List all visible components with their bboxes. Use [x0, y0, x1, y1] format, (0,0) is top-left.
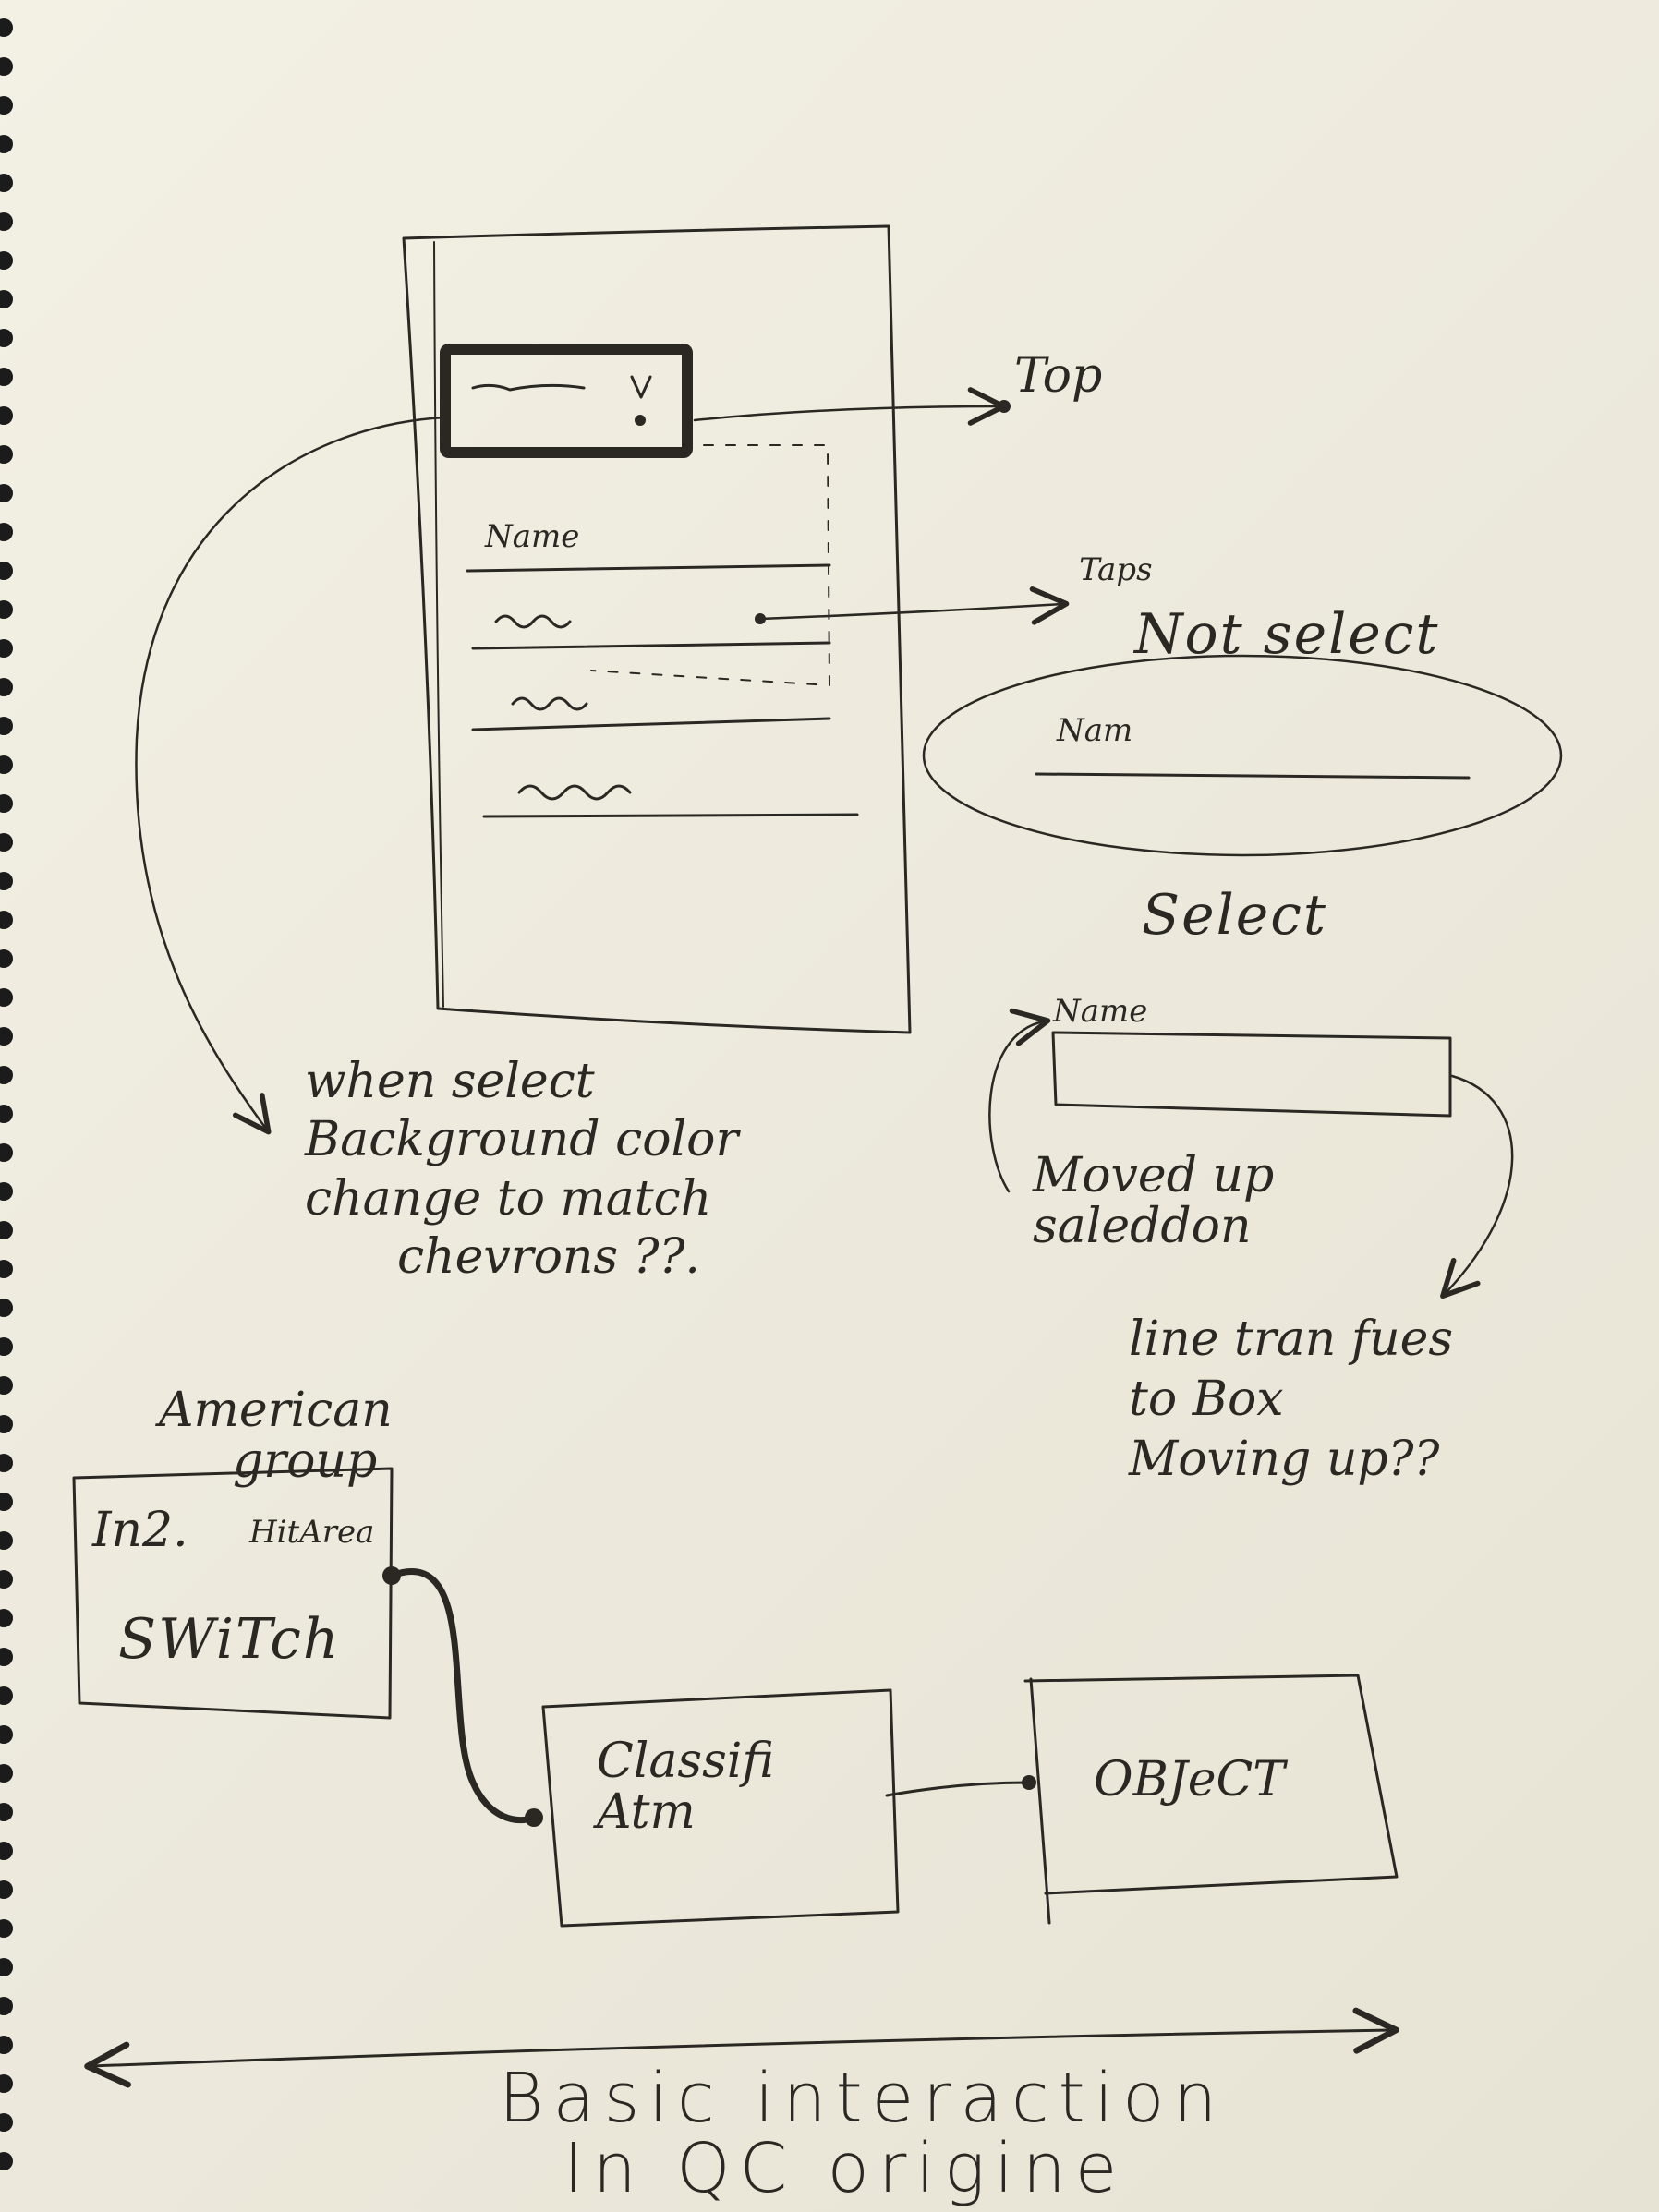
- object-patch: [1023, 1674, 1399, 1925]
- label-top: Top: [1014, 348, 1103, 404]
- patch-input-in2: In2.: [92, 1503, 188, 1558]
- list-rows: [466, 563, 859, 818]
- label-american-group: American group: [159, 1383, 393, 1489]
- not-select-field: [922, 654, 1563, 857]
- bottom-title-line2: In QC origine: [563, 2129, 1127, 2208]
- label-name-box: Name: [1053, 993, 1148, 1030]
- label-when-select: when select Background color change to m…: [305, 1054, 739, 1286]
- label-line-transforms: line tran fues to Box Moving up??: [1129, 1311, 1454, 1487]
- search-bar-sketch: [440, 344, 693, 458]
- label-moved-up: Moved up saleddon: [1033, 1148, 1275, 1254]
- label-name-row: Name: [485, 518, 580, 555]
- phone-frame: [402, 224, 912, 1034]
- label-nam: Nam: [1057, 712, 1133, 749]
- patch-title-classifier: Classifi Atm: [597, 1734, 775, 1840]
- bottom-title-line1: Basic interaction: [499, 2059, 1227, 2138]
- patch-title-object: OBJeCT: [1094, 1752, 1285, 1807]
- label-taps: Taps: [1079, 551, 1153, 588]
- classifier-patch: [541, 1688, 900, 1928]
- switch-patch: [72, 1467, 394, 1720]
- label-select: Select: [1142, 883, 1328, 948]
- patch-input-hitarea: HitArea: [249, 1514, 375, 1551]
- select-field-box: [1051, 1031, 1452, 1118]
- patch-title-switch: SWiTch: [118, 1607, 341, 1672]
- label-not-select: Not select: [1134, 602, 1440, 667]
